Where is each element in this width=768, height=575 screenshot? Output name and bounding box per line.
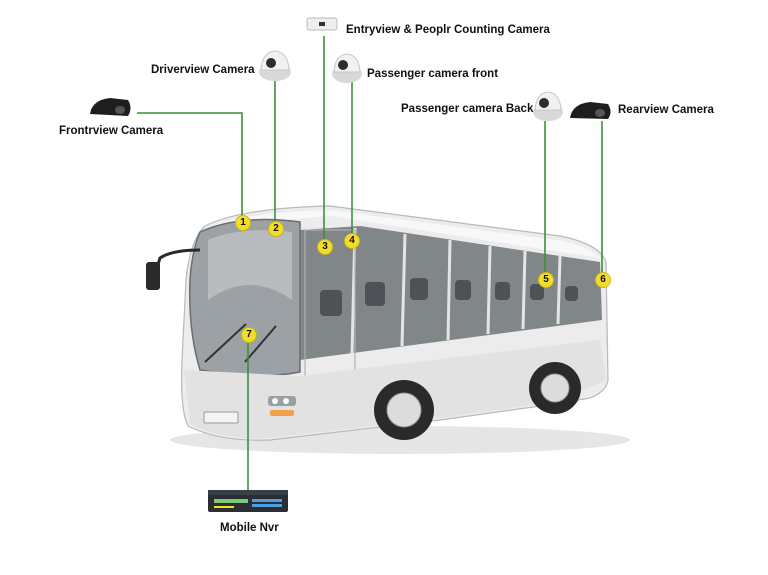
- entryview-counting-camera-icon: [306, 17, 338, 31]
- camera-badge-4: 4: [344, 233, 360, 249]
- camera-badge-3: 3: [317, 239, 333, 255]
- rearview-camera-label: Rearview Camera: [618, 104, 714, 116]
- camera-badge-2: 2: [268, 221, 284, 237]
- entryview-counting-camera-label: Entryview & Peoplr Counting Camera: [346, 24, 550, 36]
- passenger-back-camera-label: Passenger camera Back: [401, 103, 534, 115]
- leader-lines: [137, 36, 603, 490]
- passenger-front-camera-icon: [332, 53, 362, 83]
- mobile-nvr-icon: [208, 490, 288, 512]
- bus-illustration: [146, 205, 630, 454]
- camera-badge-6: 6: [595, 272, 611, 288]
- driverview-camera-icon: [259, 50, 291, 81]
- driverview-camera-label: Driverview Camera: [151, 64, 255, 76]
- passenger-back-camera-icon: [533, 91, 563, 121]
- frontview-camera-label: Frontrview Camera: [59, 125, 164, 137]
- mobile-nvr-label: Mobile Nvr: [220, 522, 279, 534]
- frontview-camera-icon: [90, 98, 131, 116]
- camera-badge-1: 1: [235, 215, 251, 231]
- passenger-front-camera-label: Passenger camera front: [367, 68, 499, 80]
- rearview-camera-icon: [570, 102, 611, 119]
- camera-badge-5: 5: [538, 272, 554, 288]
- camera-badge-7: 7: [241, 327, 257, 343]
